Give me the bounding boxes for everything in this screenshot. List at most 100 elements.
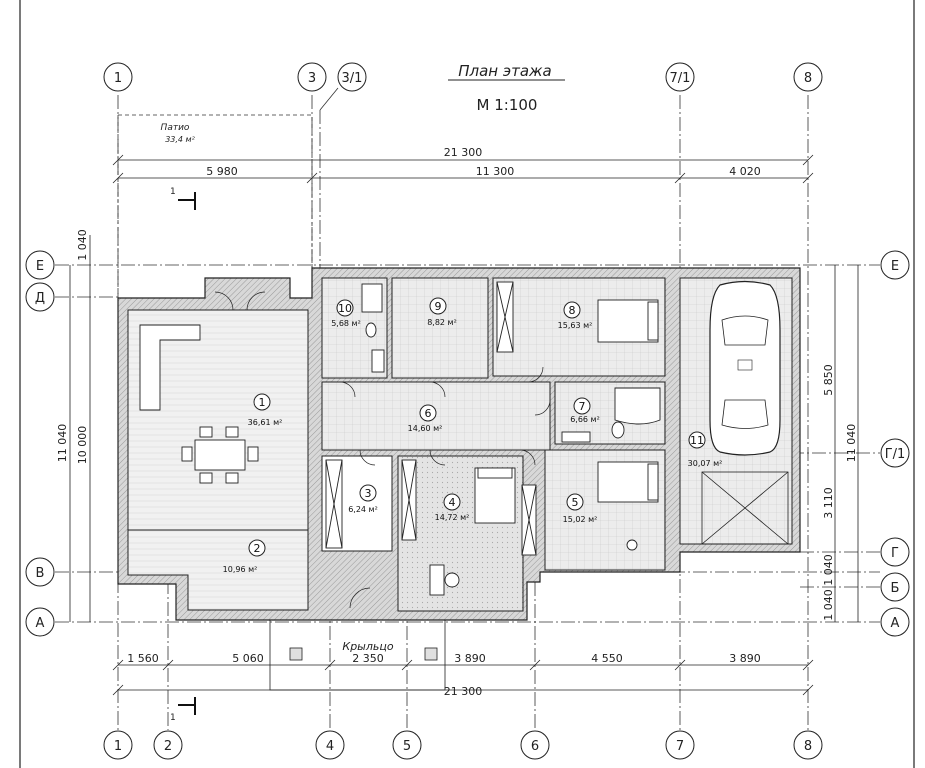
room-label-9: 98,82 м² [427,297,457,327]
svg-text:5,68 м²: 5,68 м² [331,319,361,328]
svg-text:1: 1 [170,713,176,723]
svg-text:14,72 м²: 14,72 м² [435,513,470,522]
svg-text:Д: Д [35,291,45,306]
room-label-1: 136,61 м² [248,393,282,427]
axis-bubble-bottom-8: 8 [793,730,823,760]
dim-right-e: 1 040 [822,589,835,621]
svg-text:4: 4 [449,496,456,509]
door-swings [214,291,551,609]
axis-bubble-right-B: Б [880,572,910,602]
svg-text:3: 3 [308,71,316,86]
svg-text:Е: Е [36,259,44,274]
dim-bottom-seg2: 5 060 [232,652,264,665]
svg-text:Е: Е [891,259,899,274]
axis-bubble-bottom-6: 6 [520,730,550,760]
svg-text:3/1: 3/1 [342,71,363,86]
chair-icon [181,446,193,462]
room-label-10: 10 5,68 м² [331,299,361,328]
room-label-11: 11 30,07 м² [688,431,723,468]
bathtub-icon [371,349,385,373]
dimension-chain-top [112,154,814,184]
garage-ramp [701,471,789,545]
axis-bubble-top-3-1: 3/1 [337,62,367,92]
dim-right-c: 3 110 [822,487,835,519]
svg-text:10: 10 [338,302,352,315]
room-label-8: 8 15,63 м² [558,301,593,330]
dimension-chain-right [834,265,859,622]
section-mark-top: 1 [170,187,196,210]
axis-bubble-right-E: Е [880,250,910,280]
axis-bubble-left-E: Е [25,250,55,280]
room-label-7: 7 6,66 м² [570,397,600,424]
dim-bottom-seg5: 4 550 [591,652,623,665]
axis-bubble-top-7-1: 7/1 [665,62,695,92]
svg-text:7/1: 7/1 [670,71,691,86]
axis-bubble-top-1: 1 [103,62,133,92]
svg-text:1: 1 [114,71,122,86]
dim-left-c: 10 000 [76,426,89,465]
dim-top-seg2: 11 300 [476,165,515,178]
pillow-icon [647,301,659,341]
svg-text:5: 5 [403,739,411,754]
porch-name: Крыльцо [342,640,393,653]
porch-area: Крыльцо [269,620,446,691]
svg-text:3: 3 [365,487,372,500]
room-label-4: 4 14,72 м² [435,493,470,522]
svg-text:2: 2 [254,542,261,555]
chair-icon [199,426,213,438]
svg-text:10,96 м²: 10,96 м² [223,565,258,574]
svg-text:Г: Г [891,546,899,561]
svg-text:4: 4 [326,739,334,754]
svg-text:В: В [36,566,45,581]
dim-right-b: 11 040 [845,424,858,463]
room-label-2: 2 10,96 м² [223,539,266,574]
dim-bottom-seg1: 1 560 [127,652,159,665]
sofa-icon [139,324,201,411]
axis-bubble-top-3: 3 [297,62,327,92]
toilet-icon [365,322,377,338]
svg-text:1: 1 [114,739,122,754]
axis-bubble-right-G1: Г/1 [880,438,910,468]
svg-text:15,02 м²: 15,02 м² [563,515,598,524]
svg-text:1: 1 [259,396,266,409]
dimension-chain-left [69,235,91,622]
axis-bubble-left-D: Д [25,282,55,312]
toilet-icon [611,421,625,439]
svg-text:9: 9 [435,300,442,313]
patio-name: Патио [161,123,190,133]
chair-icon [199,472,213,484]
svg-text:7: 7 [676,739,684,754]
svg-text:1: 1 [170,187,176,197]
shower-icon [361,283,383,313]
section-mark-bottom: 1 [170,697,196,723]
svg-text:11: 11 [690,434,704,447]
svg-text:2: 2 [164,739,172,754]
axis-bubble-left-A: А [25,607,55,637]
axis-bubble-bottom-7: 7 [665,730,695,760]
svg-text:А: А [891,616,900,631]
plan-title: План этажа [458,62,552,80]
svg-text:6: 6 [425,407,432,420]
svg-text:6,66 м²: 6,66 м² [570,415,600,424]
axis-bubble-bottom-5: 5 [392,730,422,760]
dining-table-icon [194,439,246,471]
dim-top-overall: 21 300 [444,146,483,159]
chair-icon [225,426,239,438]
shower-icon [429,564,445,596]
dim-left-a: 1 040 [76,229,89,261]
svg-text:8: 8 [569,304,576,317]
svg-text:15,63 м²: 15,63 м² [558,321,593,330]
dim-bottom-overall: 21 300 [444,685,483,698]
room-label-6: 614,60 м² [408,404,442,433]
room-label-5: 5 15,02 м² [563,493,598,524]
washbasin-icon [626,539,638,551]
dim-right-d: 1 040 [822,554,835,586]
axis-bubble-bottom-4: 4 [315,730,345,760]
dimension-chain-bottom [112,659,814,696]
pillow-icon [647,463,659,501]
svg-text:30,07 м²: 30,07 м² [688,459,723,468]
svg-text:5: 5 [572,496,579,509]
patio-area-label: 33,4 м² [165,135,195,144]
dim-right-a: 5 850 [822,364,835,396]
svg-text:7: 7 [579,400,586,413]
